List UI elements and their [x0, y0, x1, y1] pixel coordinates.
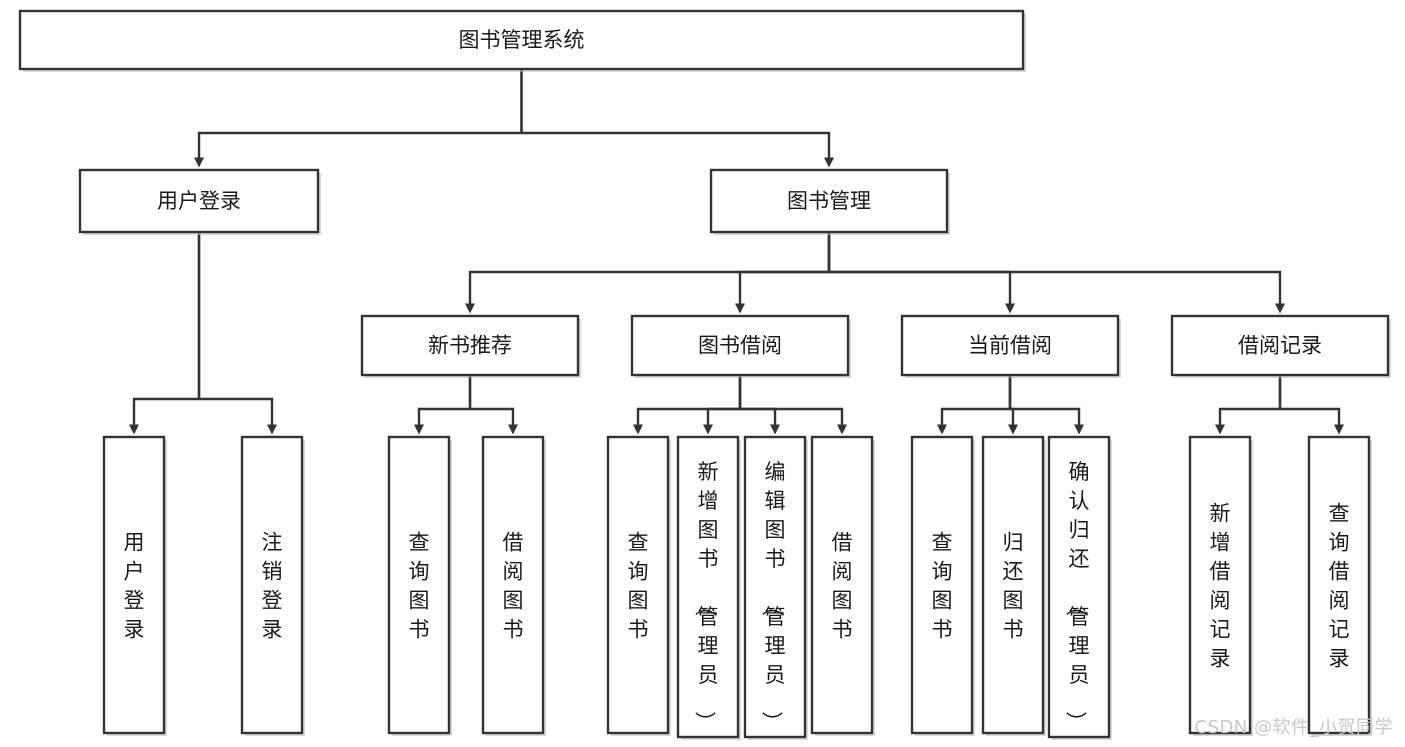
connector-newbook-to-leaf-newbook-1 [414, 375, 472, 435]
connector-records-to-leaf-records-2 [1278, 375, 1344, 435]
node-box[interactable] [1307, 435, 1371, 735]
connector-login-to-leaf-login-1 [129, 232, 201, 435]
node-leaf-newbook-2[interactable]: 借阅图书 [481, 435, 546, 736]
node-records[interactable]: 借阅记录 [1170, 314, 1391, 378]
node-box[interactable] [18, 9, 1025, 71]
connector-root-to-login [194, 69, 523, 168]
node-box[interactable] [78, 168, 320, 234]
connector-layer [129, 69, 1344, 435]
connector-current-to-leaf-current-3 [1008, 375, 1084, 435]
node-leaf-borrow-4[interactable]: 借阅图书 [810, 435, 875, 736]
node-label: 用户登录 [124, 531, 145, 642]
node-newbook[interactable]: 新书推荐 [360, 314, 581, 378]
connector-current-to-leaf-current-1 [937, 375, 1012, 435]
node-box[interactable] [360, 314, 580, 377]
node-leaf-login-2[interactable]: 注销登录 [240, 435, 305, 736]
node-box[interactable] [981, 435, 1045, 735]
node-root[interactable]: 图书管理系统 [18, 9, 1026, 72]
node-layer: 图书管理系统用户登录图书管理新书推荐图书借阅当前借阅借阅记录用户登录注销登录查询… [18, 9, 1391, 740]
node-leaf-borrow-2[interactable]: 新增图书（管理员） [676, 435, 741, 740]
connector-borrow-to-leaf-borrow-2 [703, 375, 742, 435]
node-leaf-current-2[interactable]: 归还图书 [981, 435, 1046, 736]
node-box[interactable] [481, 435, 545, 735]
node-box[interactable] [910, 435, 974, 735]
node-label: 新书推荐 [428, 334, 512, 358]
node-box[interactable] [1170, 314, 1390, 377]
connector-borrow-to-leaf-borrow-1 [633, 375, 742, 435]
connector-login-to-leaf-login-2 [197, 232, 277, 435]
node-leaf-login-1[interactable]: 用户登录 [102, 435, 167, 736]
connector-records-to-leaf-records-1 [1215, 375, 1282, 435]
node-current[interactable]: 当前借阅 [900, 314, 1121, 378]
node-leaf-borrow-1[interactable]: 查询图书 [606, 435, 671, 736]
node-label: 借阅图书 [832, 531, 853, 642]
node-leaf-newbook-1[interactable]: 查询图书 [387, 435, 452, 736]
node-label: 借阅图书 [503, 531, 524, 642]
node-box[interactable] [1188, 435, 1252, 735]
node-leaf-current-3[interactable]: 确认归还（管理员） [1047, 435, 1112, 740]
connector-bookmgmt-to-borrow [735, 232, 831, 314]
node-label: 图书借阅 [698, 334, 782, 358]
node-box[interactable] [240, 435, 304, 735]
node-label: 当前借阅 [968, 334, 1052, 358]
node-leaf-records-1[interactable]: 新增借阅记录 [1188, 435, 1253, 736]
node-label: 查询图书 [932, 531, 953, 642]
node-box[interactable] [900, 314, 1120, 377]
node-label: 确认归还（管理员） [1064, 460, 1090, 732]
connector-bookmgmt-to-records [827, 232, 1285, 314]
node-label: 新增图书（管理员） [693, 460, 719, 732]
node-leaf-records-2[interactable]: 查询借阅记录 [1307, 435, 1372, 736]
node-box[interactable] [606, 435, 670, 735]
node-label: 图书管理系统 [459, 28, 585, 52]
node-login[interactable]: 用户登录 [78, 168, 321, 235]
node-label: 用户登录 [157, 189, 241, 213]
node-leaf-current-1[interactable]: 查询图书 [910, 435, 975, 736]
node-box[interactable] [709, 168, 949, 234]
node-label: 新增借阅记录 [1210, 502, 1231, 671]
node-box[interactable] [810, 435, 874, 735]
node-borrow[interactable]: 图书借阅 [630, 314, 851, 378]
node-bookmgmt[interactable]: 图书管理 [709, 168, 950, 235]
node-label: 查询图书 [628, 531, 649, 642]
node-box[interactable] [102, 435, 166, 735]
connector-newbook-to-leaf-newbook-2 [468, 375, 518, 435]
node-box[interactable] [630, 314, 850, 377]
node-label: 查询借阅记录 [1329, 502, 1350, 671]
node-label: 编辑图书（管理员） [760, 460, 786, 732]
node-label: 归还图书 [1003, 531, 1024, 642]
csdn-watermark: CSDN @软件_小贺同学 [1194, 717, 1393, 738]
node-box[interactable] [387, 435, 451, 735]
node-box[interactable] [676, 435, 740, 739]
node-box[interactable] [743, 435, 807, 739]
node-label: 注销登录 [262, 531, 283, 642]
node-label: 图书管理 [787, 189, 871, 213]
node-box[interactable] [1047, 435, 1111, 739]
node-label: 查询图书 [409, 531, 430, 642]
connector-bookmgmt-to-current [827, 232, 1015, 314]
connector-bookmgmt-to-newbook [465, 232, 831, 314]
connector-root-to-bookmgmt [520, 69, 834, 168]
connector-borrow-to-leaf-borrow-4 [738, 375, 847, 435]
node-leaf-borrow-3[interactable]: 编辑图书（管理员） [743, 435, 808, 740]
connector-borrow-to-leaf-borrow-3 [738, 375, 780, 435]
node-label: 借阅记录 [1238, 334, 1322, 358]
